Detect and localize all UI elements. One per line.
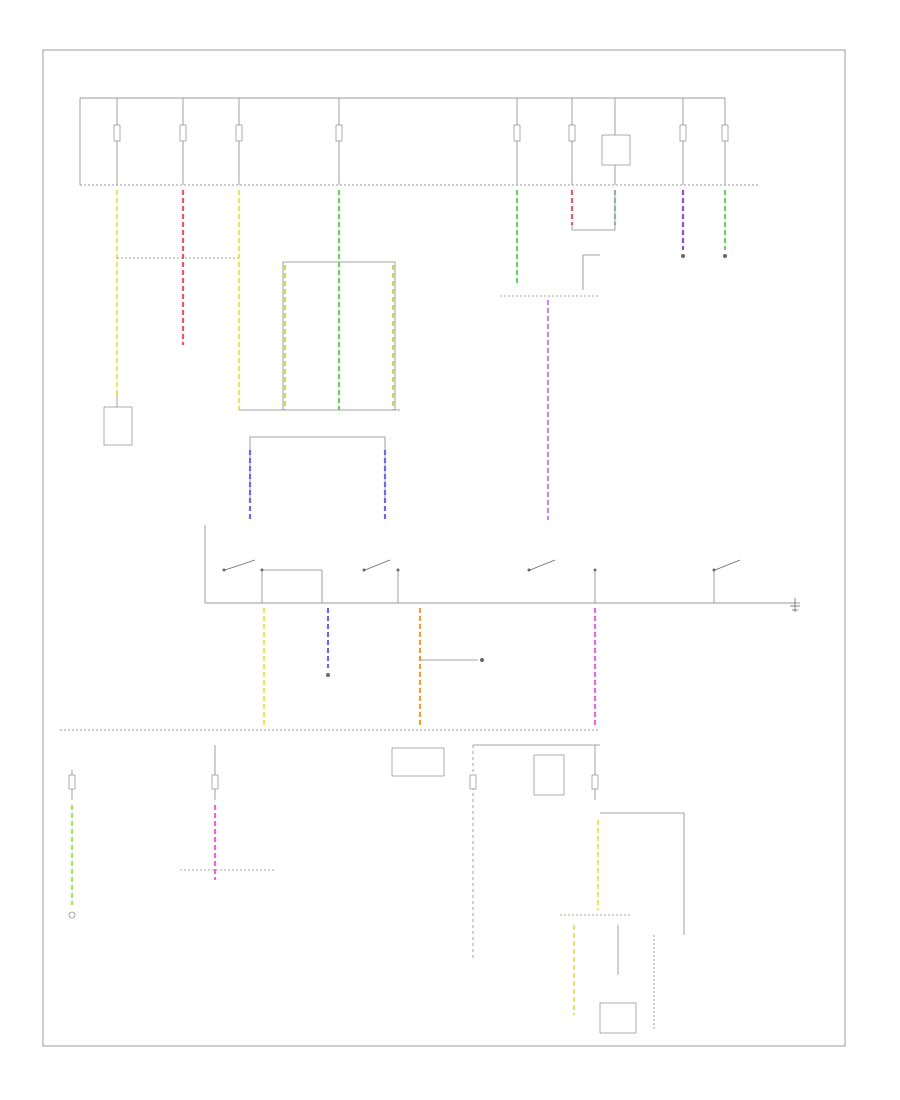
component-left xyxy=(103,406,133,446)
fuse-6 xyxy=(568,98,576,185)
fuse-2 xyxy=(179,98,187,185)
fuse-1 xyxy=(113,98,121,185)
fuse-lower-right xyxy=(591,774,599,790)
ground-symbol xyxy=(790,598,800,612)
top-fuse-box xyxy=(79,97,760,186)
fuse-lower-left xyxy=(68,774,76,790)
switch-4 xyxy=(712,559,741,603)
fuse-3 xyxy=(235,98,243,185)
component-bottom-center xyxy=(599,1002,637,1034)
upper-wiring xyxy=(103,190,727,520)
lower-wiring xyxy=(60,608,685,1034)
switch-1 xyxy=(222,559,323,603)
relay-lower xyxy=(533,754,565,796)
lower-center-component xyxy=(391,747,445,777)
blue-wire-top xyxy=(582,254,600,290)
fuse-lower-2 xyxy=(211,774,219,790)
switch-row xyxy=(204,525,800,612)
switch-2 xyxy=(362,559,400,603)
fuse-8 xyxy=(679,98,687,185)
fuse-4 xyxy=(335,98,343,185)
yellow-branch-right xyxy=(600,812,685,935)
relay-top xyxy=(601,98,631,185)
magenta-crossover xyxy=(249,436,386,500)
diagram-frame xyxy=(42,49,846,1047)
red-loop xyxy=(571,190,616,231)
fuse-9 xyxy=(721,120,729,185)
fuse-5 xyxy=(513,98,521,185)
switch-3 xyxy=(527,559,597,603)
